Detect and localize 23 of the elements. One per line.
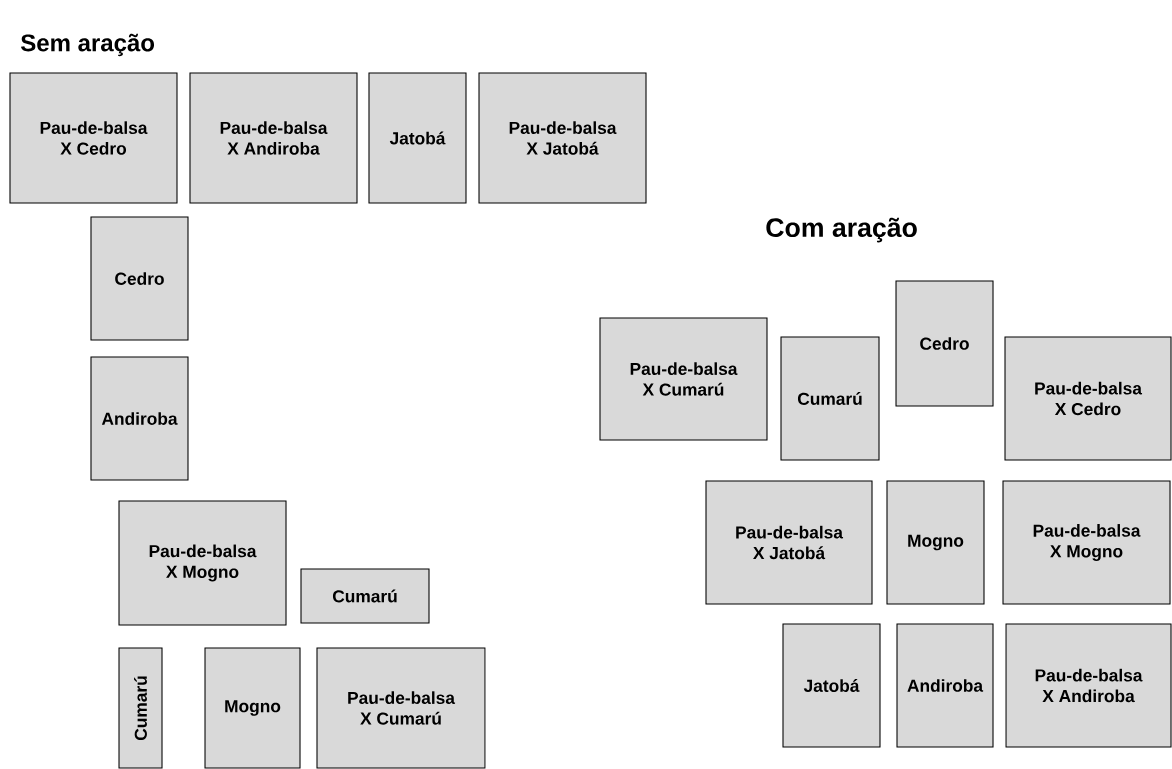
plot-box: Cumarú xyxy=(300,568,430,624)
section-heading: Com aração xyxy=(766,217,917,243)
plot-box: Pau-de-balsa X Andiroba xyxy=(1005,623,1172,748)
plot-box: Mogno xyxy=(886,480,985,605)
plot-box: Pau-de-balsa X Mogno xyxy=(118,500,287,626)
plot-box: Pau-de-balsa X Cedro xyxy=(1004,336,1172,461)
plot-box: Andiroba xyxy=(896,623,994,748)
plot-box: Pau-de-balsa X Cumarú xyxy=(316,647,486,769)
section-heading: Sem aração xyxy=(20,33,155,57)
plot-box: Andiroba xyxy=(90,356,189,481)
plot-box: Jatobá xyxy=(368,72,467,204)
plot-box: Pau-de-balsa X Mogno xyxy=(1002,480,1171,605)
plot-box: Pau-de-balsa X Jatobá xyxy=(705,480,873,605)
plot-box: Cumarú xyxy=(118,647,163,769)
plot-box: Cedro xyxy=(90,216,189,341)
plot-box: Mogno xyxy=(204,647,301,769)
plot-box: Pau-de-balsa X Cedro xyxy=(9,72,178,204)
plot-box: Cedro xyxy=(895,280,994,407)
plot-box: Pau-de-balsa X Jatobá xyxy=(478,72,647,204)
plot-box: Cumarú xyxy=(780,336,880,461)
plot-box: Pau-de-balsa X Cumarú xyxy=(599,317,768,441)
plot-box: Pau-de-balsa X Andiroba xyxy=(189,72,358,204)
plot-box: Jatobá xyxy=(782,623,881,748)
